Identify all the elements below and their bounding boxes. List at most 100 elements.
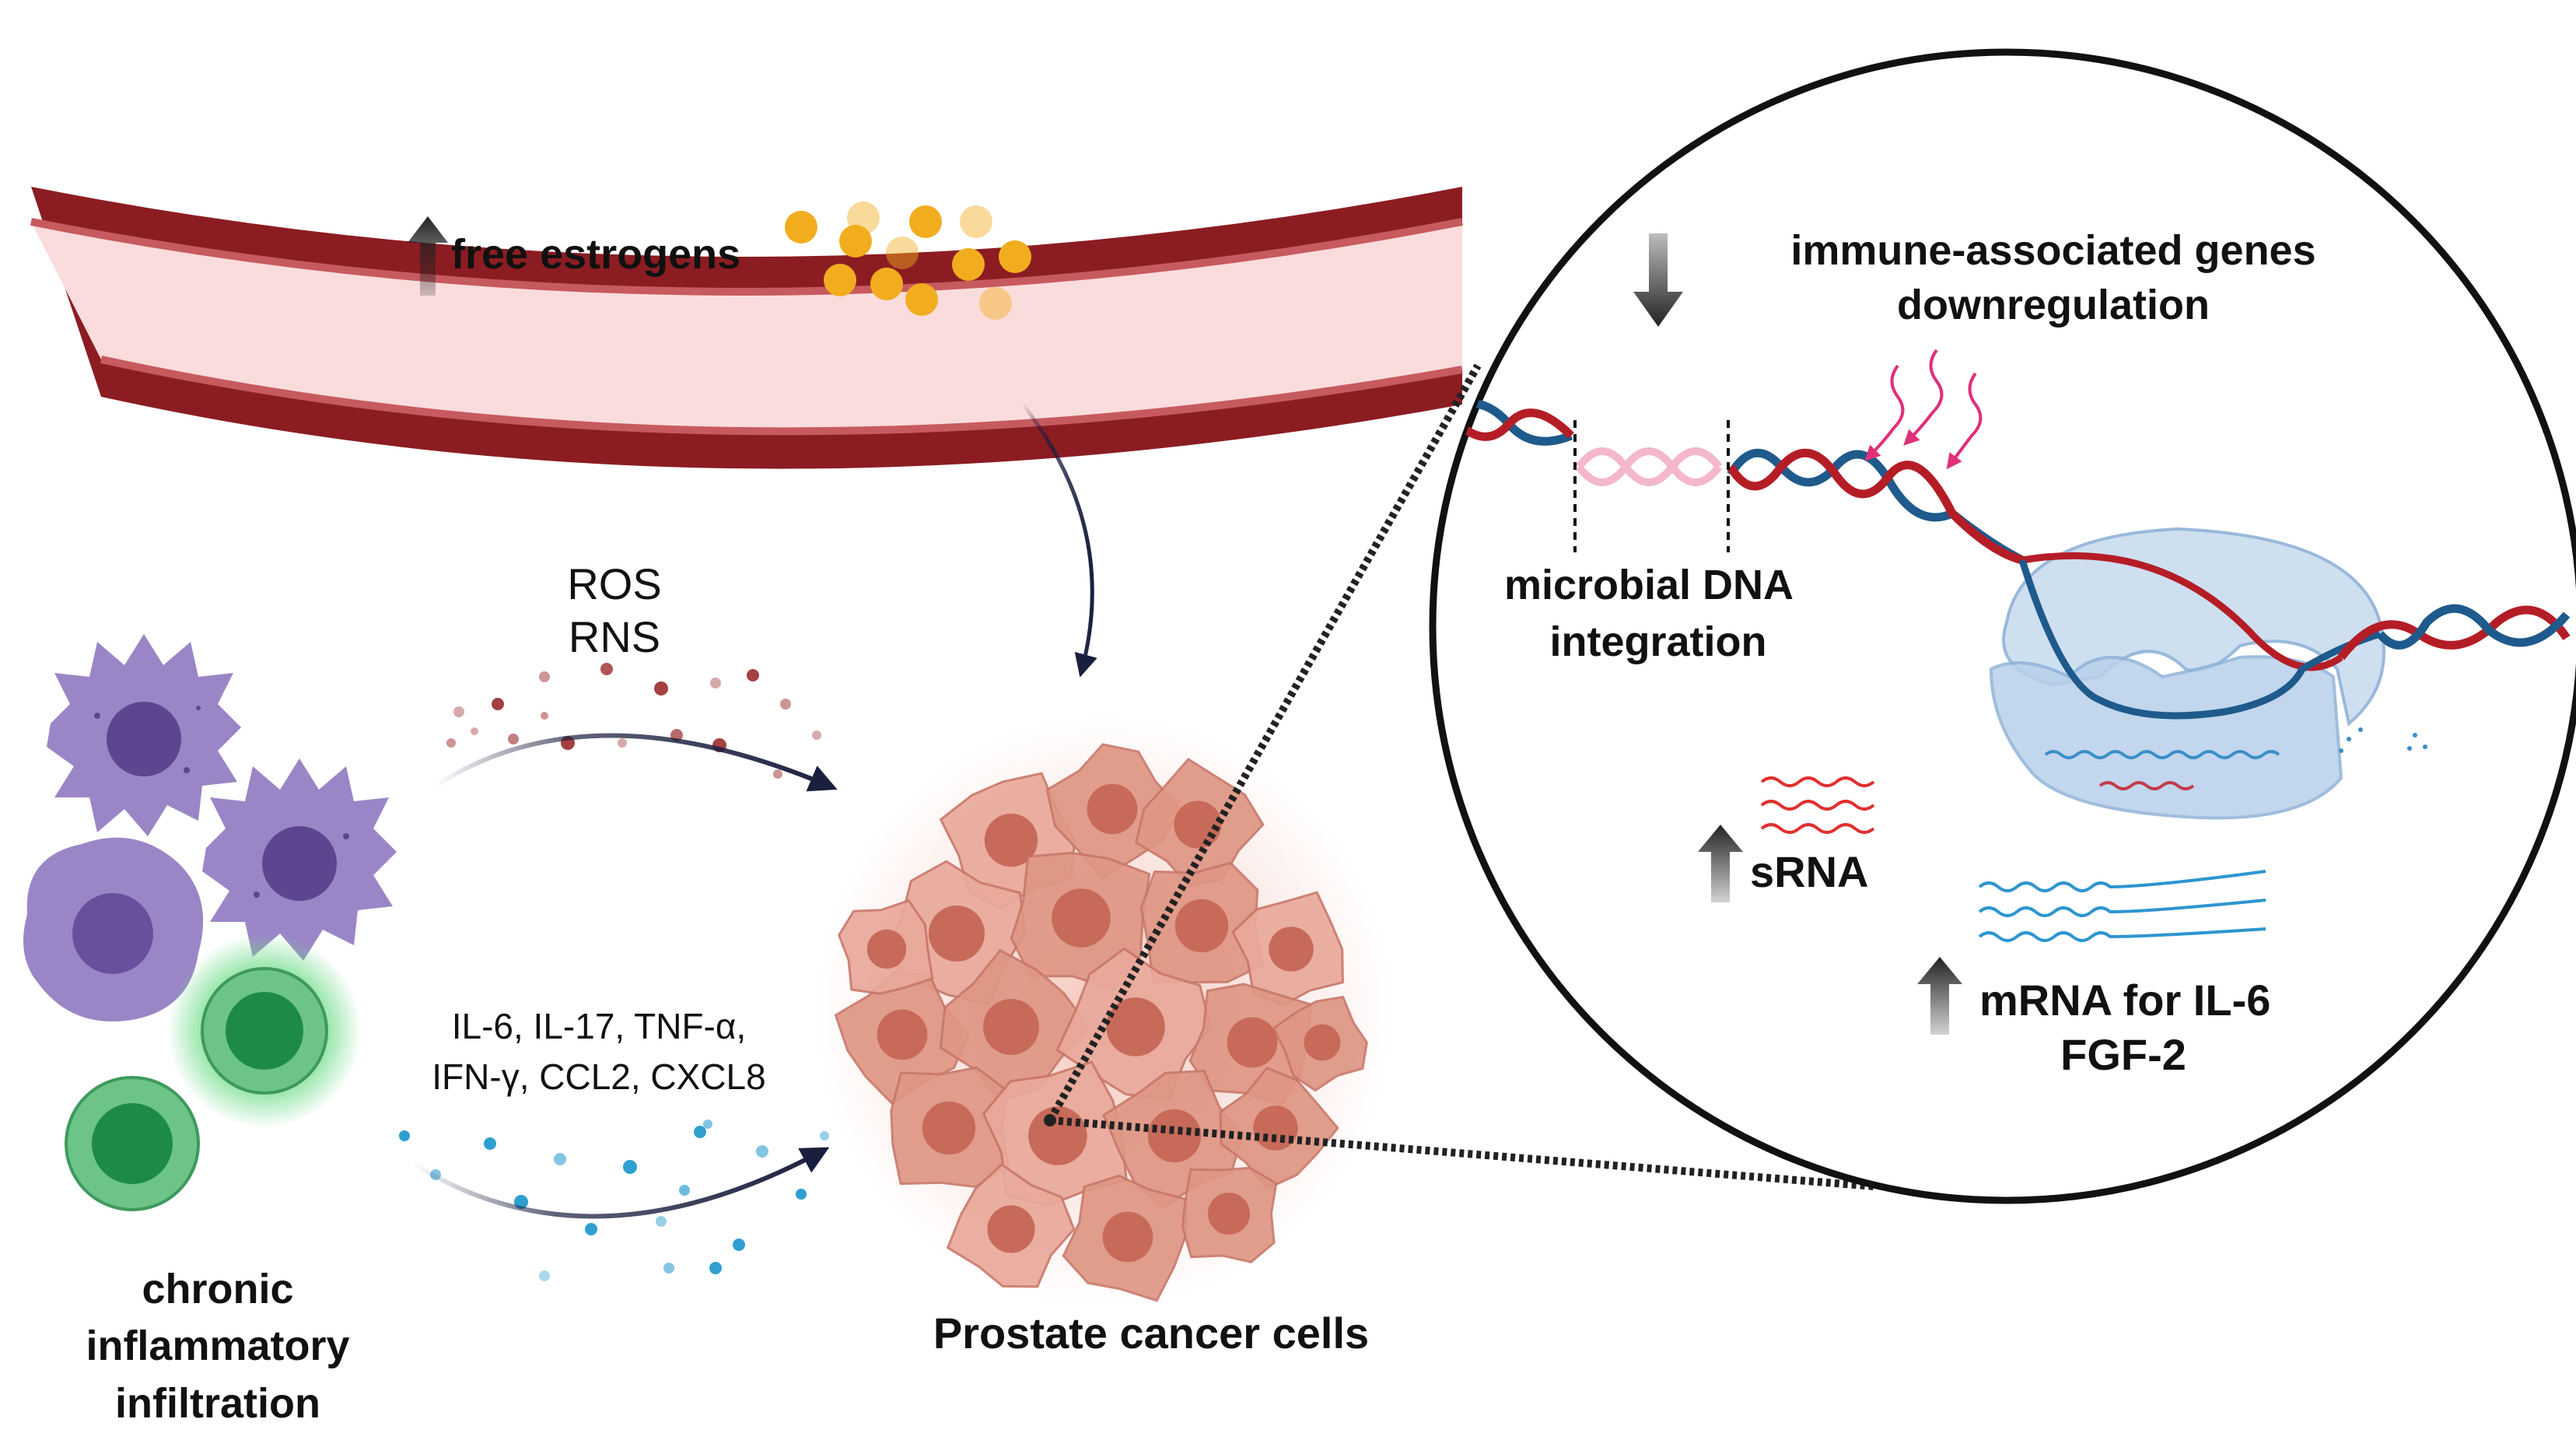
estrogen-particle — [905, 283, 938, 316]
down-arrow-icon — [1633, 233, 1683, 327]
tumor-cell-nucleus — [983, 999, 1039, 1055]
microbial-dna-segment — [1576, 447, 1722, 486]
srna-label: sRNA — [1698, 825, 1868, 902]
ros-particle — [780, 699, 791, 709]
cytokine-particle — [585, 1223, 597, 1235]
free-estrogens-label: free estrogens — [408, 216, 740, 296]
ros-particle — [471, 727, 478, 735]
estrogen-particle — [979, 287, 1012, 320]
tumor-cell-nucleus — [1304, 1024, 1341, 1061]
tumor-cell-nucleus — [1087, 783, 1138, 835]
microbial-line-1: microbial DNA — [1504, 562, 1794, 608]
ros-particle — [508, 734, 519, 745]
tumor-cell-nucleus — [1269, 927, 1314, 972]
tumor-cell-nucleus — [1028, 1106, 1087, 1165]
cytokine-arrow — [411, 1147, 830, 1219]
up-arrow-icon — [408, 216, 448, 296]
ros-particle — [446, 738, 456, 748]
immune-label: chronic inflammatory infiltration — [86, 1266, 349, 1427]
cytokine-particle — [796, 1189, 807, 1200]
mrna-label: mRNA for IL-6 FGF-2 — [1917, 957, 2270, 1079]
tumor-cell-nucleus — [1147, 1109, 1202, 1163]
cytokine-particle — [554, 1153, 566, 1165]
cytokine-particle — [694, 1126, 706, 1138]
tumor-mass — [817, 716, 1392, 1307]
macrophage-2 — [202, 759, 397, 961]
tumor-cell-nucleus — [1208, 1193, 1250, 1235]
ros-particle — [492, 698, 504, 710]
cytokine-particle — [399, 1130, 410, 1141]
immune-genes-label: immune-associated genes downregulation — [1633, 227, 2316, 328]
estrogen-particle — [960, 205, 992, 238]
ros-particle — [541, 712, 548, 720]
lymphocyte-glowing — [167, 934, 362, 1128]
estrogen-particle — [886, 236, 919, 269]
mrna-strands — [1978, 870, 2266, 942]
cytokine-particle — [756, 1145, 768, 1158]
tumor-cell-nucleus — [922, 1101, 976, 1155]
estrogen-particle — [999, 240, 1031, 273]
tumor-cell-nucleus — [1227, 1017, 1278, 1068]
tumor-cell-nucleus — [1106, 997, 1165, 1056]
immune-cells — [23, 634, 397, 1211]
tumor-cell-nucleus — [1253, 1105, 1298, 1151]
estrogen-particle — [839, 225, 872, 258]
ros-rns-label: ROS RNS — [567, 559, 661, 661]
cytokine-dots — [399, 1119, 829, 1281]
up-arrow-icon — [1698, 825, 1743, 902]
lymphocyte — [65, 1076, 200, 1211]
vessel-to-tumor-arrow — [1021, 403, 1097, 678]
tumor-cell-nucleus — [929, 906, 985, 962]
cytokine-particle — [733, 1239, 745, 1251]
cytokine-particle — [709, 1262, 722, 1274]
zoom-circle: immune-associated genes downregulation m… — [1429, 48, 2576, 1204]
cytokine-particle — [703, 1119, 712, 1129]
cytokine-line-1: IL-6, IL-17, TNF-α, — [452, 1006, 747, 1046]
blood-vessel — [30, 187, 1463, 469]
cytokine-label: IL-6, IL-17, TNF-α, IFN-γ, CCL2, CXCL8 — [432, 1006, 765, 1097]
mrna-line-2: FGF-2 — [2060, 1030, 2186, 1079]
ros-particle — [773, 769, 782, 779]
ros-particle — [812, 731, 821, 740]
cytokine-particle — [484, 1137, 496, 1150]
cytokine-particle — [679, 1185, 690, 1196]
rns-text: RNS — [569, 612, 660, 661]
ros-particle — [654, 681, 668, 695]
free-estrogens-text: free estrogens — [451, 231, 740, 278]
zoom-line-top — [1046, 363, 1482, 1123]
tumor-cell-nucleus — [1052, 888, 1111, 948]
microbial-dna-label: microbial DNA integration — [1504, 562, 1794, 665]
up-arrow-icon — [1917, 957, 1962, 1035]
immune-label-line-2: inflammatory — [86, 1323, 349, 1369]
ros-text: ROS — [567, 559, 661, 608]
tumor-cell-nucleus — [877, 1009, 928, 1060]
immune-label-line-1: chronic — [142, 1266, 293, 1312]
cytokine-particle — [656, 1216, 667, 1227]
mrna-line-1: mRNA for IL-6 — [1979, 976, 2270, 1025]
radiation-arrows — [1864, 349, 1983, 470]
macrophage-1 — [47, 634, 241, 836]
mrna-in-ribosome — [2044, 750, 2280, 759]
tumor-cell-nucleus — [1102, 1211, 1153, 1263]
zoom-line-bottom — [1049, 1116, 1875, 1190]
ribosome — [1989, 527, 2427, 820]
ros-particle — [747, 669, 759, 681]
microbial-line-2: integration — [1550, 618, 1767, 665]
ros-particle — [600, 663, 613, 675]
estrogen-particle — [909, 205, 942, 238]
estrogen-particle — [824, 264, 856, 296]
srna-text: sRNA — [1750, 847, 1868, 896]
ros-particle — [453, 706, 464, 717]
cytokine-particle — [663, 1263, 674, 1274]
tumor-cell-nucleus — [866, 929, 907, 969]
ros-dots — [446, 663, 821, 779]
tumor-cell-cluster — [834, 743, 1368, 1302]
ros-arrow — [434, 733, 838, 792]
estrogen-particles — [785, 201, 1031, 320]
tumor-label: Prostate cancer cells — [933, 1309, 1369, 1358]
ros-particle — [539, 671, 550, 682]
ros-particle — [710, 678, 721, 688]
cytokine-particle — [623, 1160, 637, 1174]
tumor-cell-nucleus — [987, 1205, 1035, 1253]
